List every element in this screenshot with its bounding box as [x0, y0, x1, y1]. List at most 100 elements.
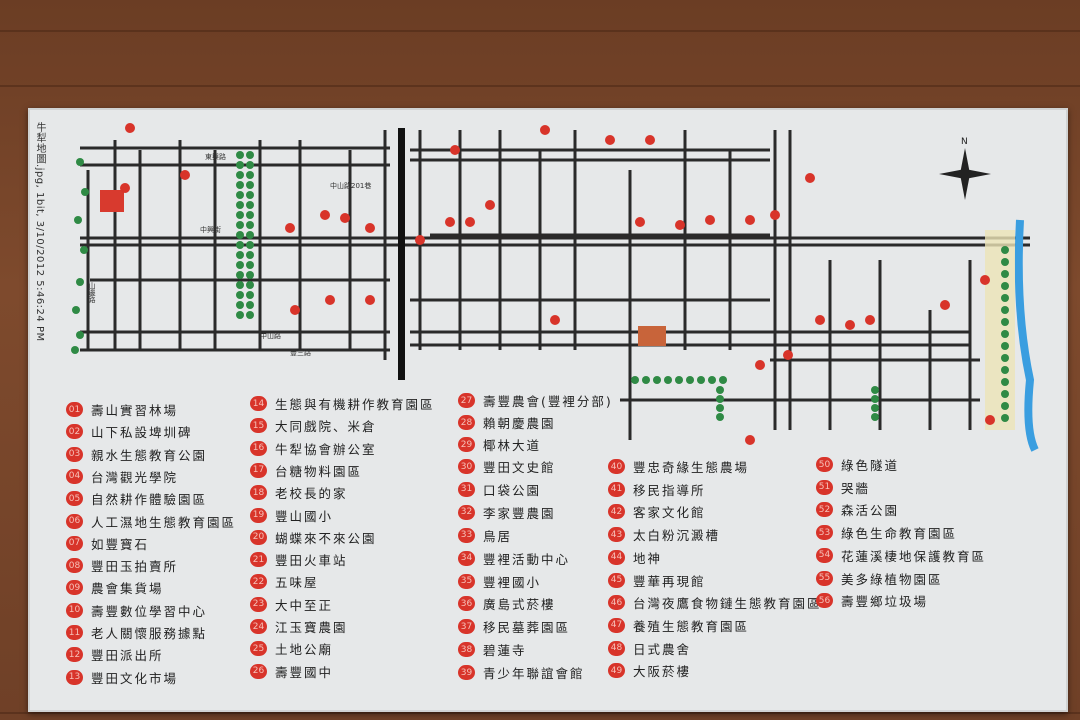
legend-label: 太白粉沉澱槽 [633, 528, 721, 544]
legend-number: 33 [458, 527, 475, 543]
tree-icon [236, 281, 244, 289]
tree-icon [246, 281, 254, 289]
tree-icon [1001, 246, 1009, 254]
legend-number: 22 [250, 574, 267, 590]
legend-label: 壽豐國中 [275, 664, 334, 680]
legend-label: 如豐寶石 [91, 536, 150, 552]
poi-marker [365, 223, 375, 233]
street-label: 東興路 [205, 152, 226, 161]
legend-number: 41 [608, 481, 625, 497]
legend-number: 29 [458, 437, 475, 453]
tree-icon [871, 395, 879, 403]
legend-number: 17 [250, 462, 267, 478]
tree-icon [236, 181, 244, 189]
tree-icon [246, 231, 254, 239]
tree-icon [1001, 270, 1009, 278]
legend-label: 大同戲院、米倉 [275, 419, 377, 435]
legend-label: 賴朝慶農園 [483, 416, 556, 432]
poi-marker [365, 295, 375, 305]
tree-icon [708, 376, 716, 384]
compass-north-label: N [961, 137, 968, 147]
poi-marker [805, 173, 815, 183]
poi-marker [125, 123, 135, 133]
tree-icon [675, 376, 683, 384]
legend-number: 05 [66, 491, 83, 507]
tree-icon [246, 311, 254, 319]
tree-icon [246, 301, 254, 309]
legend-label: 壽豐鄉垃圾場 [841, 594, 929, 610]
legend-label: 江玉寶農園 [275, 620, 348, 635]
legend-number: 35 [458, 573, 475, 589]
poi-marker [705, 215, 715, 225]
tree-icon [716, 395, 724, 403]
legend-label: 台糖物料園區 [275, 463, 363, 479]
legend-item: 17 台糖物料園區 [250, 461, 362, 480]
legend-number: 27 [458, 393, 475, 408]
poi-marker [815, 315, 825, 325]
legend-number: 36 [458, 596, 475, 612]
tree-icon [686, 376, 694, 384]
tree-icon [246, 171, 254, 179]
legend-number: 21 [250, 552, 267, 568]
legend-label: 日式農舍 [633, 641, 692, 657]
tree-icon [246, 261, 254, 269]
legend-number: 07 [66, 535, 83, 551]
tree-icon [236, 221, 244, 229]
legend-label: 豐裡國小 [483, 574, 542, 590]
legend-label: 碧蓮寺 [483, 643, 527, 659]
poi-marker [120, 183, 130, 193]
tree-icon [236, 171, 244, 179]
legend-label: 地神 [633, 550, 663, 566]
tree-icon [236, 251, 244, 259]
street-label: 豐三路 [290, 348, 311, 357]
legend-label: 客家文化館 [633, 505, 706, 521]
poi-marker [635, 217, 645, 227]
poi-marker [180, 170, 190, 180]
legend-number: 52 [816, 502, 833, 518]
tree-icon [631, 376, 639, 384]
riverbank [985, 230, 1015, 430]
legend-number: 06 [66, 513, 83, 529]
tree-icon [1001, 294, 1009, 302]
tree-icon [1001, 306, 1009, 314]
legend-label: 哭牆 [841, 480, 871, 496]
tree-icon [664, 376, 672, 384]
legend-number: 20 [250, 529, 267, 545]
legend-label: 豐華再現館 [633, 573, 706, 589]
poi-marker [415, 235, 425, 245]
trees [71, 151, 1009, 422]
legend-label: 豐田文化市場 [91, 670, 179, 686]
tree-icon [1001, 378, 1009, 386]
legend-number: 55 [816, 570, 833, 586]
legend-number: 42 [608, 504, 625, 520]
legend-label: 綠色生命教育園區 [841, 526, 958, 542]
map-signboard: 牛犁地圖.jpg, 1bit, 3/10/2012 5:46:24 PM N 東… [28, 108, 1068, 712]
legend-label: 親水生態教育公園 [91, 447, 208, 463]
legend-label: 綠色隧道 [841, 458, 900, 473]
legend-label: 森活公園 [841, 503, 900, 519]
tree-icon [236, 301, 244, 309]
legend-label: 壽豐數位學習中心 [91, 603, 208, 619]
legend-number: 37 [458, 619, 475, 635]
legend-label: 牛犁協會辦公室 [275, 441, 377, 457]
poi-marker [940, 300, 950, 310]
tree-icon [246, 241, 254, 249]
legend-number: 50 [816, 457, 833, 472]
poi-marker [550, 315, 560, 325]
legend-number: 25 [250, 641, 267, 657]
tree-icon [74, 216, 82, 224]
tree-icon [246, 251, 254, 259]
poi-marker [770, 210, 780, 220]
